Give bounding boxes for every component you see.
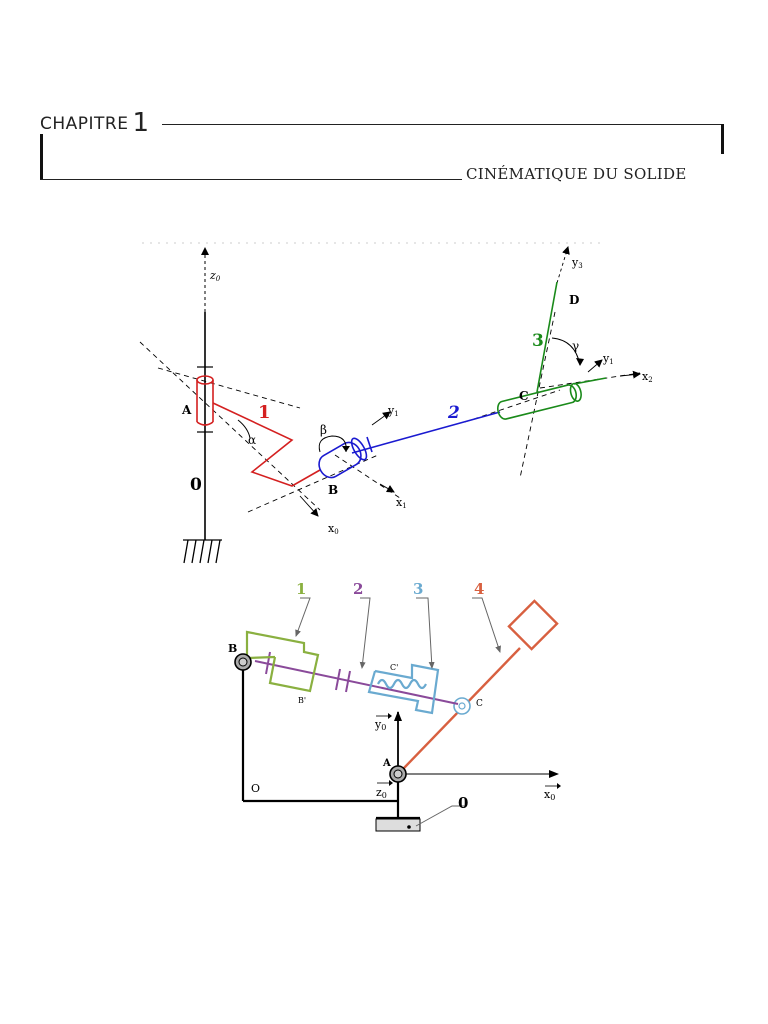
label-y1-left: y1 xyxy=(387,404,399,418)
angle-beta-arc xyxy=(318,435,347,453)
label-z0: z0 xyxy=(209,269,221,283)
label-x1: x1 xyxy=(396,496,407,510)
label-solid0-fig2: 0 xyxy=(458,794,468,812)
x2-arrow xyxy=(619,370,641,379)
label-A-fig2: A xyxy=(382,758,391,769)
label-solid2: 2 xyxy=(447,403,460,423)
label-Bprime: B' xyxy=(298,696,306,705)
label-solid0: 0 xyxy=(190,475,202,495)
y1-arrow-right xyxy=(587,359,603,373)
angle-alpha-arc xyxy=(237,419,251,439)
ground-symbol xyxy=(183,539,222,564)
label-solid4-fig2: 4 xyxy=(474,580,484,598)
x1-arrow xyxy=(379,483,395,493)
ground-block xyxy=(375,818,421,832)
label-O: O xyxy=(251,782,260,795)
solid3-spring-box xyxy=(367,663,440,715)
label-x0-fig2: x0 xyxy=(544,788,555,802)
y3-arrow xyxy=(556,246,570,284)
label-x0: x0 xyxy=(328,522,339,536)
header-left-bar xyxy=(40,134,43,180)
label-solid1: 1 xyxy=(258,402,271,423)
label-C: C xyxy=(519,389,529,403)
label-B: B xyxy=(328,483,338,497)
label-gamma: γ xyxy=(572,339,579,353)
solid2-rod xyxy=(254,651,459,705)
label-beta: β xyxy=(320,423,327,437)
chapter-word: CHAPITRE xyxy=(40,114,129,134)
solid1-slider xyxy=(245,630,320,693)
label-solid3: 3 xyxy=(532,331,544,351)
y1-arrow-left xyxy=(371,411,391,426)
label-B-fig2: B xyxy=(228,642,237,655)
solid0-frame xyxy=(241,668,420,820)
solid2-blue xyxy=(318,411,501,479)
label-C-fig2: C xyxy=(476,699,483,709)
label-Cprime: C' xyxy=(390,663,398,672)
x0-arrow xyxy=(299,495,319,517)
label-y3: y3 xyxy=(571,256,583,270)
label-D: D xyxy=(569,293,579,307)
solid1-red xyxy=(196,375,321,487)
solid3-green xyxy=(496,281,607,420)
label-solid3-fig2: 3 xyxy=(413,580,423,598)
chapter-number: 1 xyxy=(132,108,150,138)
label-solid1-fig2: 1 xyxy=(296,580,306,598)
label-alpha: α xyxy=(248,433,256,447)
header-top-rule xyxy=(162,124,724,125)
label-y1-right: y1 xyxy=(602,352,614,366)
header-bottom-rule xyxy=(40,179,462,180)
label-z0-fig2: z0 xyxy=(376,786,387,800)
label-y0-fig2: y0 xyxy=(374,718,386,732)
header-right-bar xyxy=(721,124,724,154)
chapter-subtitle: CINÉMATIQUE DU SOLIDE xyxy=(466,165,687,183)
label-A: A xyxy=(181,403,192,417)
label-solid2-fig2: 2 xyxy=(353,580,363,598)
label-x2: x2 xyxy=(642,370,653,384)
